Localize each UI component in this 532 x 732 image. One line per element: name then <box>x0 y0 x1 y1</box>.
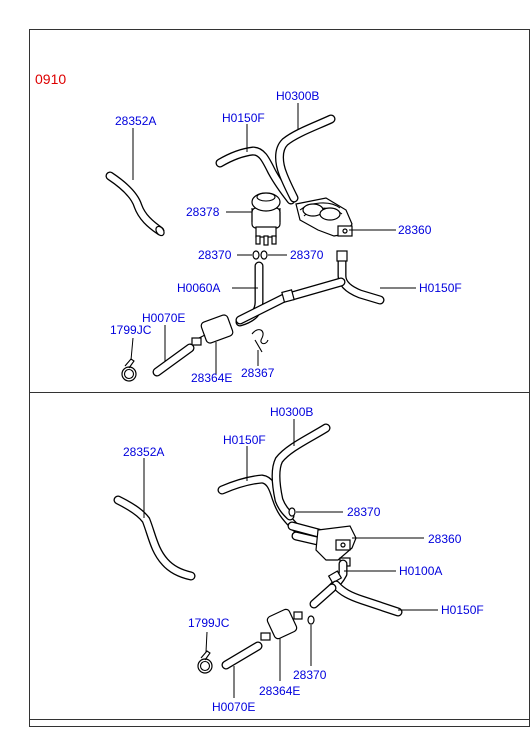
hose-h0150f-top-b <box>235 250 385 325</box>
hose-h0150f-bottom-b <box>309 580 403 617</box>
label-1799jc-top[interactable]: 1799JC <box>110 323 152 337</box>
hose-h0300b-bottom <box>271 423 331 521</box>
hose-28352a-bottom <box>113 495 196 581</box>
part-1799jc-clamp-bottom <box>197 650 213 674</box>
label-h0300b-top[interactable]: H0300B <box>276 89 320 103</box>
label-h0150f-bottom-a[interactable]: H0150F <box>223 433 266 447</box>
part-28364e-filter-bottom <box>260 608 315 641</box>
label-28364e-bottom[interactable]: 28364E <box>259 684 301 698</box>
label-h0300b-bottom[interactable]: H0300B <box>270 405 314 419</box>
part-28367-clip <box>251 329 269 353</box>
label-28360-top[interactable]: 28360 <box>398 223 432 237</box>
part-28364e-filter <box>191 314 234 346</box>
label-1799jc-bottom[interactable]: 1799JC <box>188 616 230 630</box>
label-28352a-bottom[interactable]: 28352A <box>123 445 165 459</box>
top-panel <box>105 103 416 382</box>
label-28364e-top[interactable]: 28364E <box>191 371 233 385</box>
label-h0100a-bottom[interactable]: H0100A <box>399 564 443 578</box>
label-28360-bottom[interactable]: 28360 <box>428 532 462 546</box>
part-1799jc-clamp <box>121 358 137 382</box>
label-h0150f-top-b[interactable]: H0150F <box>419 281 462 295</box>
part-28360-bracket-bottom <box>287 521 357 567</box>
hose-h0150f-top-a <box>215 146 296 205</box>
part-28378-solenoid <box>251 192 281 246</box>
label-28352a-top[interactable]: 28352A <box>115 114 157 128</box>
label-28370-bottom-a[interactable]: 28370 <box>347 505 381 519</box>
label-h0070e-bottom[interactable]: H0070E <box>212 700 256 714</box>
label-28378-top[interactable]: 28378 <box>186 205 220 219</box>
hose-28352a-top <box>105 171 165 237</box>
part-28370-cap-bottom-a <box>288 507 296 517</box>
label-h0070e-top[interactable]: H0070E <box>142 311 186 325</box>
hose-h0070e-bottom <box>221 641 263 670</box>
label-28370-top-b[interactable]: 28370 <box>290 248 324 262</box>
hose-h0070e-top <box>152 343 195 377</box>
label-28370-bottom-b[interactable]: 28370 <box>293 668 327 682</box>
label-h0150f-bottom-b[interactable]: H0150F <box>441 603 484 617</box>
label-h0060a-top[interactable]: H0060A <box>177 281 221 295</box>
label-28367-top[interactable]: 28367 <box>241 366 275 380</box>
label-28370-top-a[interactable]: 28370 <box>198 248 232 262</box>
bottom-strip <box>29 719 530 727</box>
hose-h0300b-top <box>275 114 336 203</box>
section-code: 0910 <box>35 71 67 87</box>
label-h0150f-top-a[interactable]: H0150F <box>222 111 265 125</box>
bottom-panel <box>113 419 438 698</box>
part-28360-bracket <box>295 197 353 237</box>
part-28370-caps-top <box>252 250 268 260</box>
